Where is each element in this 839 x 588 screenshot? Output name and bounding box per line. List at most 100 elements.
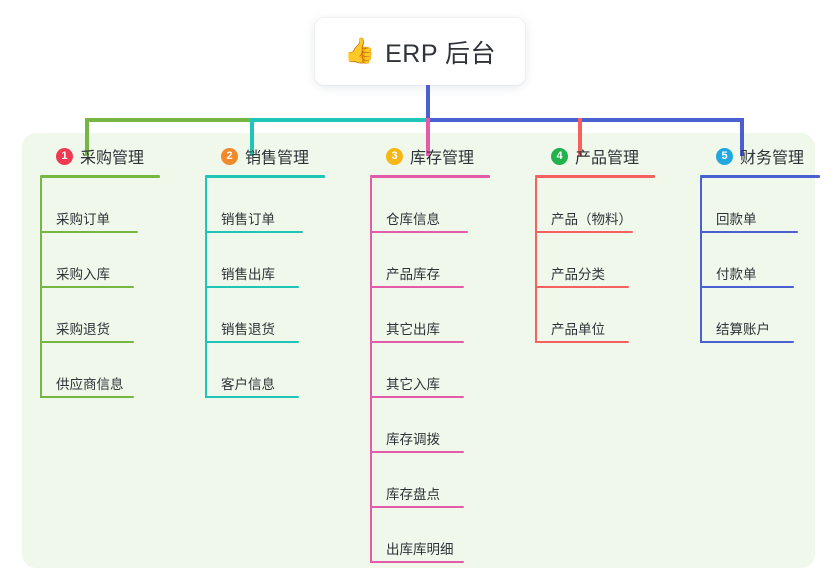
branch-item-label: 其它入库 [386,377,440,392]
branch-number-badge: 4 [551,147,568,165]
branch-item-label: 采购订单 [56,212,110,227]
branch-item-label: 其它出库 [386,322,440,337]
branch-spine [370,178,372,563]
branch-item[interactable]: 产品库存 [370,233,490,288]
branch-item-label: 销售订单 [221,212,275,227]
branch-item-rule [370,286,464,288]
branch-item-label: 产品库存 [386,267,440,282]
branch-header-3[interactable]: 3 库存管理 [370,144,490,168]
branch-spine [535,178,537,343]
branch-item[interactable]: 产品单位 [535,288,655,343]
branch-item[interactable]: 销售订单 [205,178,325,233]
branch-item[interactable]: 采购入库 [40,233,160,288]
branch-number-badge: 2 [221,147,238,165]
branch-title: 财务管理 [740,150,805,167]
branch-item[interactable]: 销售退货 [205,288,325,343]
branch-item-rule [535,231,633,233]
branch-item-rule [370,396,464,398]
branch-item-label: 采购退货 [56,322,110,337]
branch-item-rule [205,341,299,343]
branch-item[interactable]: 采购退货 [40,288,160,343]
branch-item-rule [535,286,629,288]
branch-header-rule [535,175,655,178]
branch-number-badge: 5 [716,147,733,165]
branch-title: 库存管理 [410,150,475,167]
branch-items: 仓库信息产品库存其它出库其它入库库存调拨库存盘点出库库明细 [370,178,490,563]
branch-spine [40,178,42,398]
branch-header-rule [205,175,325,178]
branch-column-1: 1 采购管理采购订单采购入库采购退货供应商信息 [40,144,160,398]
branch-item-label: 销售出库 [221,267,275,282]
branch-item[interactable]: 采购订单 [40,178,160,233]
branch-item[interactable]: 客户信息 [205,343,325,398]
branch-header-rule [40,175,160,178]
branch-items: 回款单付款单结算账户 [700,178,820,343]
branch-number-badge: 1 [56,147,73,165]
branch-item-rule [40,286,134,288]
branch-header-5[interactable]: 5 财务管理 [700,144,820,168]
branch-title: 产品管理 [575,150,640,167]
root-title: ERP 后台 [385,39,497,68]
thumbs-up-icon: 👍 [343,37,376,65]
branch-item-label: 销售退货 [221,322,275,337]
branch-item[interactable]: 其它出库 [370,288,490,343]
branch-item-rule [205,396,299,398]
branch-number-badge: 3 [386,147,403,165]
branch-header-rule [700,175,820,178]
branch-item[interactable]: 库存盘点 [370,453,490,508]
branch-item-rule [700,231,798,233]
branch-item-rule [700,341,794,343]
branch-spine [700,178,702,343]
connector-trunk [426,85,430,120]
diagram-background-panel [22,133,815,568]
branch-item[interactable]: 产品分类 [535,233,655,288]
branch-item-label: 出库库明细 [386,542,454,557]
connector-bus-blue [426,118,744,122]
branch-title: 采购管理 [80,150,145,167]
branch-item-rule [370,451,464,453]
branch-items: 销售订单销售出库销售退货客户信息 [205,178,325,398]
branch-item-label: 结算账户 [716,322,770,337]
branch-item[interactable]: 付款单 [700,233,820,288]
branch-header-2[interactable]: 2 销售管理 [205,144,325,168]
branch-item[interactable]: 仓库信息 [370,178,490,233]
branch-item-label: 回款单 [716,212,757,227]
connector-bus-green [85,118,254,122]
branch-item-rule [370,341,464,343]
branch-item-label: 产品分类 [551,267,605,282]
branch-item-rule [370,561,464,563]
branch-item[interactable]: 供应商信息 [40,343,160,398]
branch-item-label: 客户信息 [221,377,275,392]
branch-column-3: 3 库存管理仓库信息产品库存其它出库其它入库库存调拨库存盘点出库库明细 [370,144,490,563]
branch-items: 采购订单采购入库采购退货供应商信息 [40,178,160,398]
branch-header-4[interactable]: 4 产品管理 [535,144,655,168]
branch-item-label: 付款单 [716,267,757,282]
branch-item[interactable]: 产品（物料） [535,178,655,233]
branch-item-label: 供应商信息 [56,377,124,392]
branch-item-label: 库存盘点 [386,487,440,502]
branch-item-rule [370,506,464,508]
branch-item[interactable]: 库存调拨 [370,398,490,453]
branch-item-label: 产品单位 [551,322,605,337]
branch-item-rule [700,286,794,288]
branch-item-rule [370,231,468,233]
branch-item-rule [205,286,299,288]
branch-item-rule [205,231,303,233]
root-node[interactable]: 👍 ERP 后台 [315,18,525,85]
branch-item[interactable]: 其它入库 [370,343,490,398]
branch-spine [205,178,207,398]
branch-item-rule [535,341,629,343]
branch-header-1[interactable]: 1 采购管理 [40,144,160,168]
branch-item[interactable]: 出库库明细 [370,508,490,563]
branch-item-label: 采购入库 [56,267,110,282]
branch-column-4: 4 产品管理产品（物料） 产品分类产品单位 [535,144,655,343]
branch-item[interactable]: 回款单 [700,178,820,233]
branch-item-label: 产品（物料） [551,212,632,227]
branch-title: 销售管理 [245,150,310,167]
branch-item-rule [40,231,138,233]
branch-items: 产品（物料） 产品分类产品单位 [535,178,655,343]
branch-item[interactable]: 销售出库 [205,233,325,288]
branch-header-rule [370,175,490,178]
branch-item[interactable]: 结算账户 [700,288,820,343]
